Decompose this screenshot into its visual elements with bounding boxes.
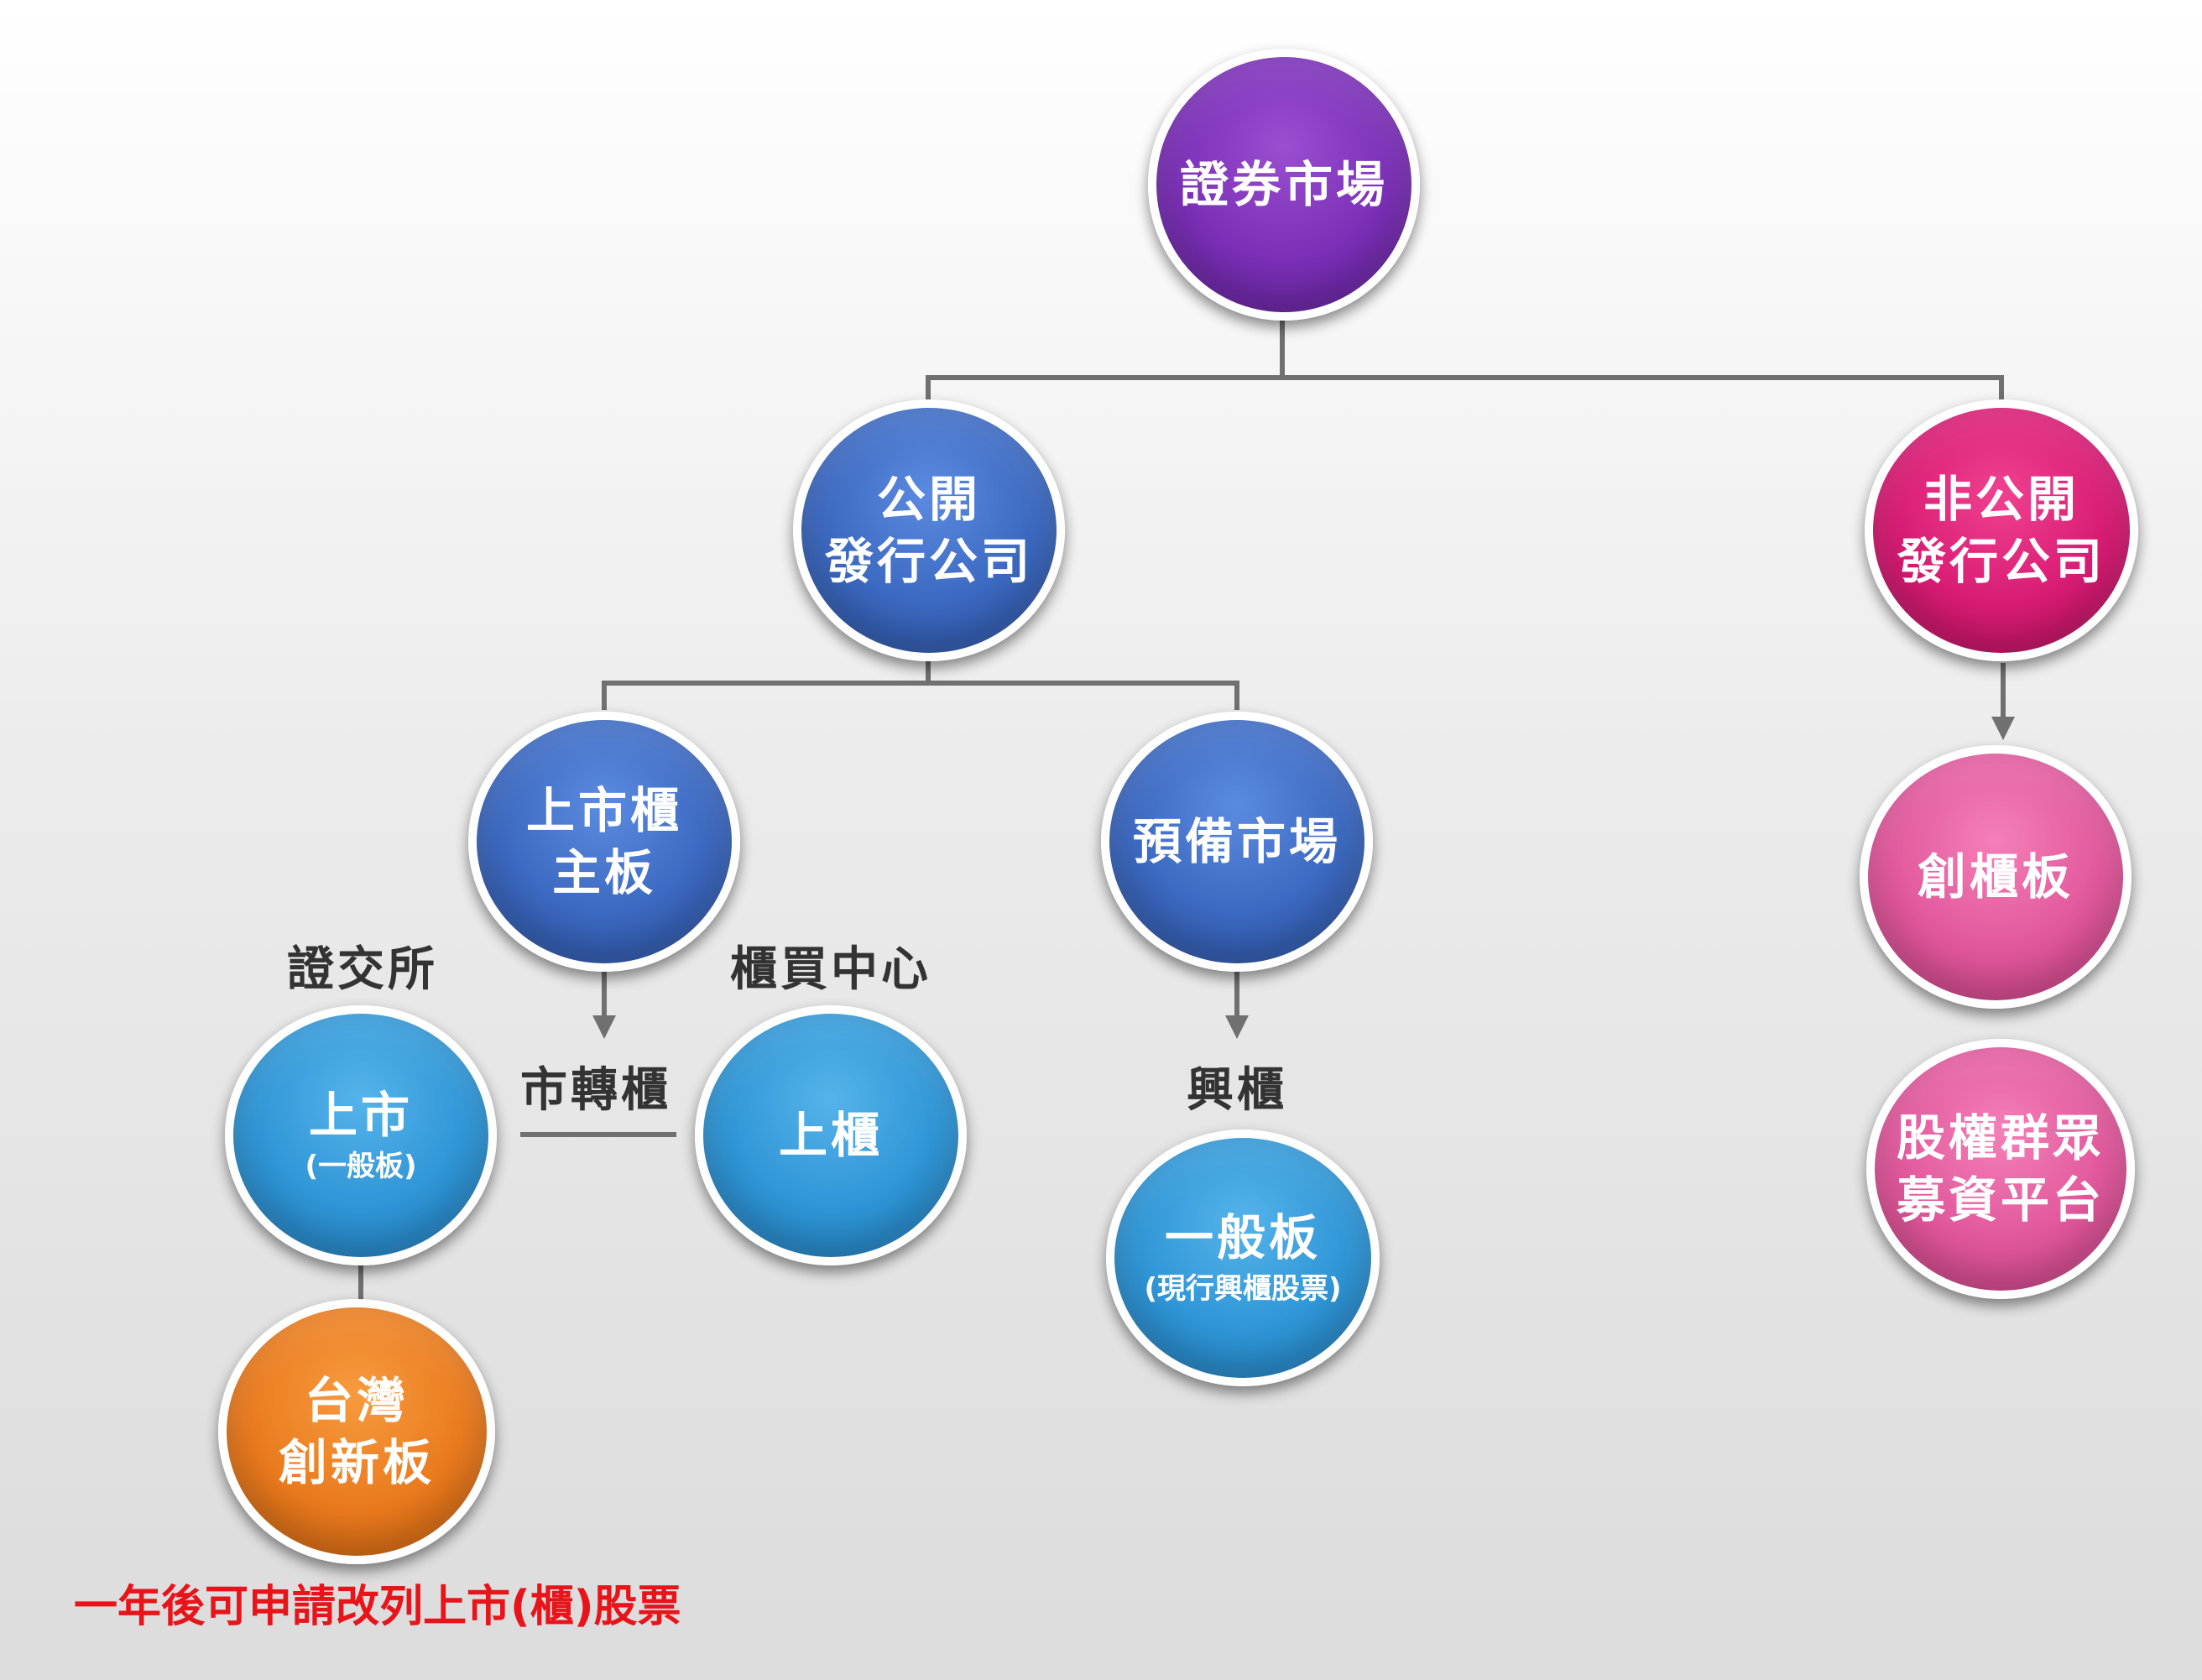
- node-label-line2: 募資平台: [1896, 1171, 2105, 1229]
- node-public-company: 公開 發行公司: [793, 399, 1065, 661]
- node-label-line2: 主板: [551, 844, 656, 901]
- node-main-board: 上市櫃 主板: [468, 712, 740, 972]
- node-sublabel: (一般板): [305, 1150, 417, 1183]
- node-preparatory-market: 預備市場: [1101, 712, 1373, 972]
- node-label-line1: 台灣: [304, 1372, 409, 1429]
- node-taiwan-innovation: 台灣 創新板: [218, 1299, 495, 1564]
- node-otc: 上櫃: [695, 1005, 967, 1265]
- node-label: 上市: [308, 1087, 413, 1144]
- node-crowdfunding: 股權群眾 募資平台: [1866, 1039, 2135, 1299]
- node-innovation-board: 創櫃板: [1860, 745, 2132, 1009]
- label-twse: 證交所: [287, 942, 438, 997]
- node-label: 上櫃: [778, 1107, 883, 1164]
- label-tpex: 櫃買中心: [730, 942, 931, 997]
- node-label: 證券市場: [1179, 156, 1388, 213]
- node-label-line1: 股權群眾: [1896, 1109, 2105, 1166]
- node-general-board: 一般板 (現行興櫃股票): [1106, 1130, 1380, 1386]
- connector-public-prep: [928, 681, 1239, 710]
- node-sublabel: (現行興櫃股票): [1144, 1272, 1342, 1306]
- label-emerging: 興櫃: [1187, 1063, 1287, 1118]
- node-label-line2: 發行公司: [824, 533, 1033, 590]
- node-listed: 上市 (一般板): [225, 1005, 497, 1265]
- node-label: 預備市場: [1132, 813, 1341, 870]
- arrowhead-prep: [1225, 1015, 1249, 1039]
- label-transfer: 市轉櫃: [520, 1063, 671, 1118]
- arrowhead-main: [592, 1015, 616, 1039]
- arrowhead-nonpublic: [1991, 717, 2015, 740]
- node-label-line1: 非公開: [1923, 471, 2079, 528]
- node-label-line1: 上市櫃: [525, 782, 682, 839]
- node-label-line1: 公開: [876, 471, 981, 528]
- node-nonpublic-company: 非公開 發行公司: [1865, 399, 2138, 661]
- connector-public-main: [602, 660, 931, 710]
- node-label: 創櫃板: [1917, 848, 2074, 905]
- note-text: 一年後可申請改列上市(櫃)股票: [74, 1582, 681, 1632]
- node-securities-market: 證券市場: [1148, 49, 1420, 321]
- node-label: 一般板: [1164, 1209, 1321, 1266]
- node-label-line2: 發行公司: [1897, 533, 2105, 590]
- node-label-line2: 創新板: [278, 1434, 435, 1491]
- connector-root-nonpublic: [1282, 375, 2004, 403]
- connector-root-public: [926, 317, 1285, 403]
